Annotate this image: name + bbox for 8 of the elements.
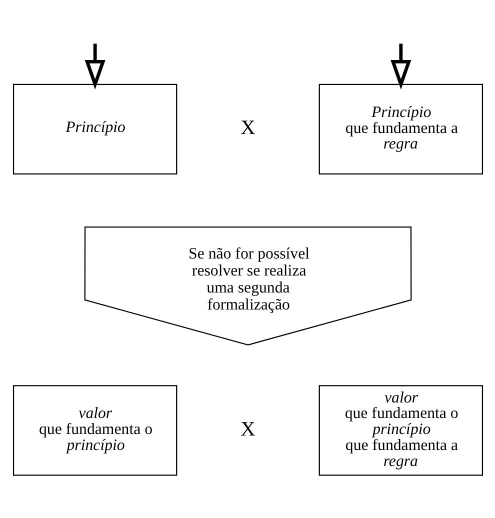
node-box: valor que fundamenta o princípio que fundamenta a regra [318,385,483,476]
node-box: Princípio que fundamenta a regra [318,84,483,174]
label: X [240,117,255,140]
node-box: valor que fundamenta o princípio [12,385,177,476]
arrow [84,44,105,90]
arrow [390,44,411,90]
label: X [240,418,255,440]
node-box: Princípio [12,84,177,174]
